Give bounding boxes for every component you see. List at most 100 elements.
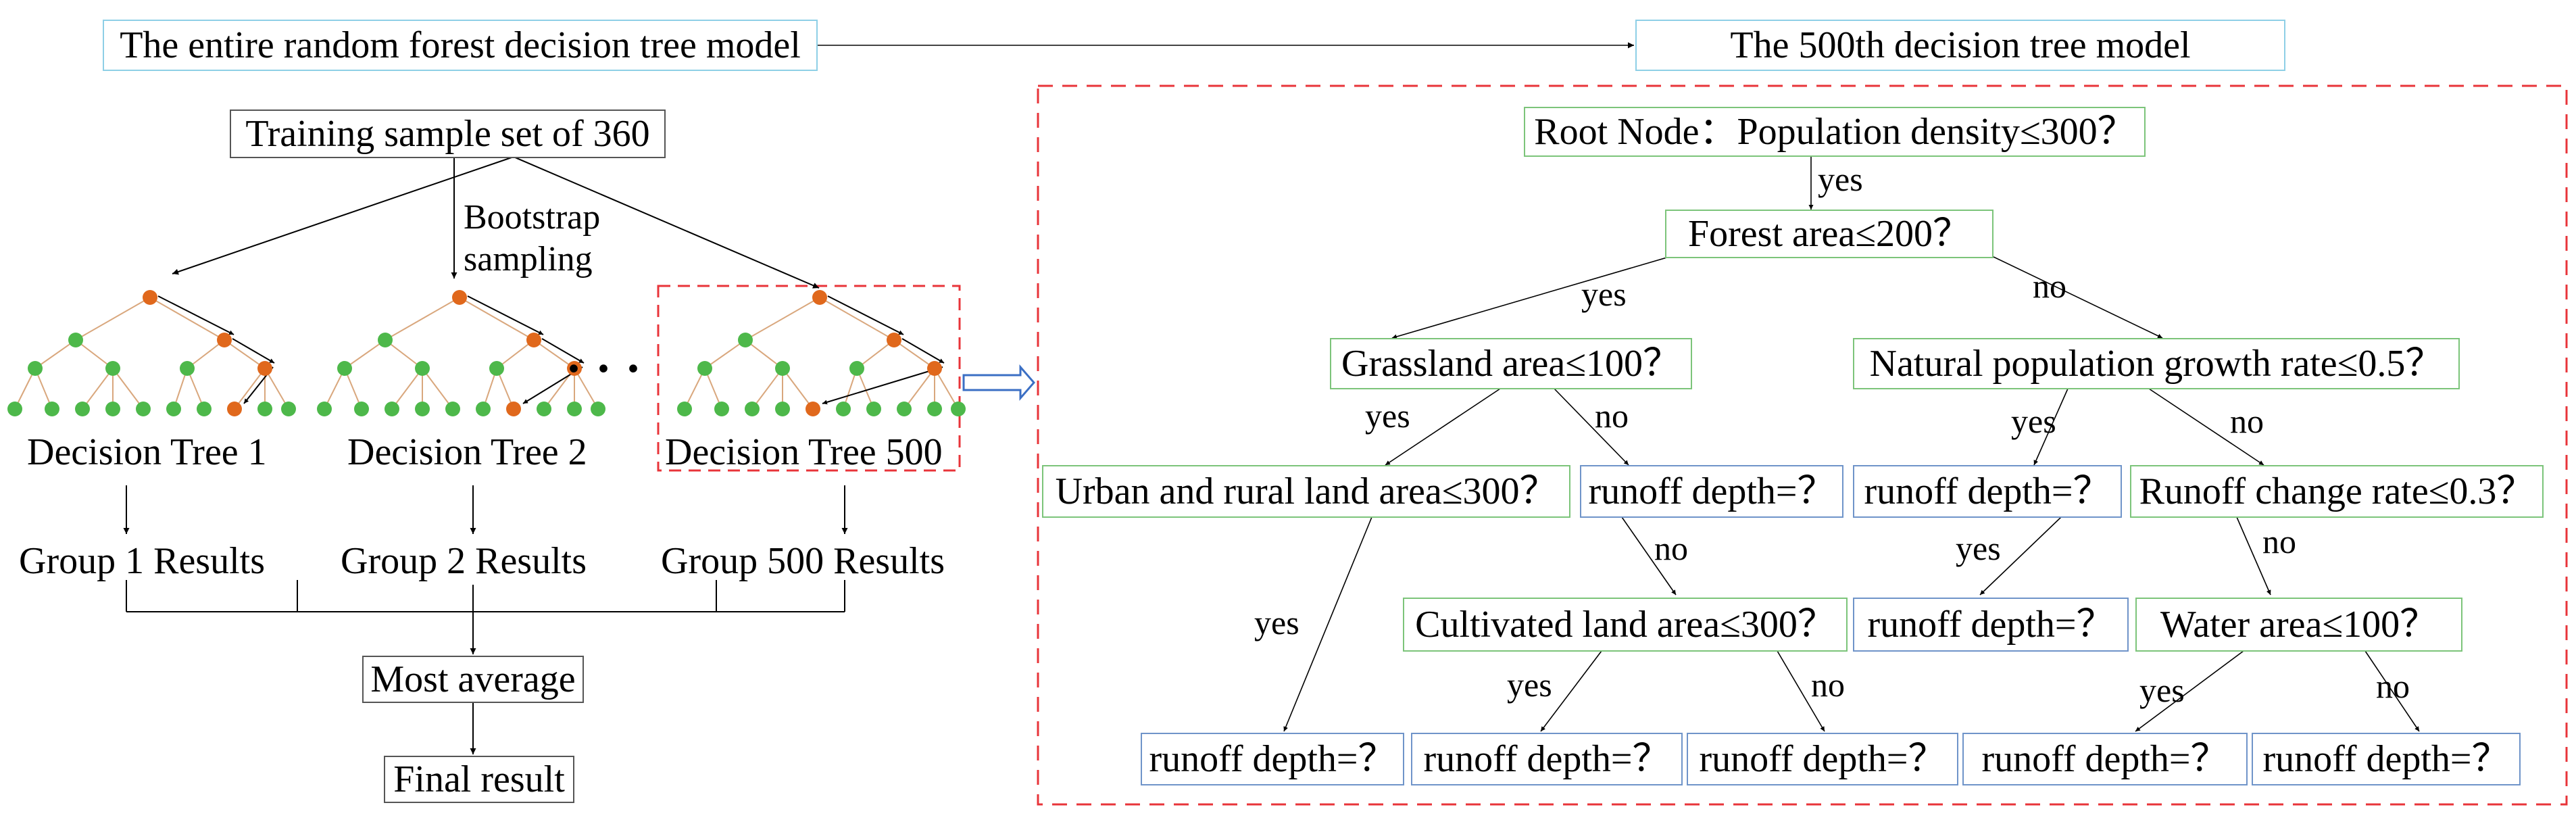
mini-tree-node [537,402,551,416]
urban-rural-land-node: Urban and rural land area≤300？ [1042,465,1570,518]
mini-tree-node [105,402,120,416]
mini-tree-node [105,361,120,376]
mini-tree-edge [234,368,266,410]
tree500-highlight-frame [657,285,961,472]
mini-tree-edge [224,339,266,369]
forest-area-node: Forest area≤200？ [1665,210,1993,258]
mini-tree-edge [459,297,535,341]
mini-tree-edge [82,368,114,410]
mini-tree-edge [684,368,705,410]
mini-tree-path-arrow [157,295,234,335]
mini-tree-edge [704,339,746,369]
edge-grassland-no: no [1595,397,1629,435]
edge-grassland-yes: yes [1365,397,1410,435]
mini-tree-path-arrow [467,295,544,335]
mini-tree-2 [317,290,605,416]
mini-tree-node [354,402,369,416]
mini-tree-edge [893,339,935,369]
mini-tree-path-node [806,402,820,416]
mini-tree-edge [112,368,144,410]
edge-water-no: no [2376,667,2410,705]
mini-tree-edge [934,368,959,410]
mini-tree-node [378,333,393,347]
most-average-box: Most average [362,656,584,703]
mini-tree-node [45,402,59,416]
mini-tree-edge [391,368,423,410]
mini-tree-node [775,402,790,416]
hollow-right-arrow-icon [962,364,1035,402]
mini-tree-node [927,402,942,416]
mini-tree-node [68,333,83,347]
edge-forest-no: no [2033,267,2066,305]
mini-tree-node [317,402,332,416]
mini-tree-node [476,402,491,416]
mini-tree-node [836,402,851,416]
mini-tree-path-node [452,290,467,305]
mini-tree-edge [385,297,460,341]
mini-tree-path-arrow [827,295,904,335]
bootstrap-label-line1: Bootstrap [464,198,601,237]
mini-tree-edge [745,339,783,369]
mini-tree-edge [34,339,76,369]
tree500-label: Decision Tree 500 [665,431,943,473]
edge-forest-yes: yes [1581,275,1627,313]
mini-tree-path-node [217,333,232,347]
root-node: Root Node：Population density≤300？ [1524,107,2146,157]
natural-population-growth-node: Natural population growth rate≤0.5？ [1853,338,2460,389]
mini-tree-node [75,402,90,416]
mini-tree-node [415,361,430,376]
mini-tree-node [775,361,790,376]
mini-tree-edge [574,368,599,410]
tree500-frame [1037,84,2568,806]
mini-tree-node [951,402,966,416]
mini-tree-node [28,361,43,376]
ellipsis: ... [568,329,657,383]
mini-tree-node [180,361,195,376]
mini-tree-path-node [887,333,901,347]
mini-tree-edge [264,368,289,410]
mini-tree-node [445,402,460,416]
edge-runoff1-no: no [1654,529,1688,567]
grassland-area-node: Grassland area≤100？ [1330,338,1692,389]
edge-natural-pop-no: no [2230,402,2264,440]
mini-tree-edge [344,339,386,369]
mini-tree-path-arrow [232,338,275,364]
edge-urban-yes: yes [1254,604,1299,641]
leaf-runoff-depth-5: runoff depth=？ [2252,733,2521,785]
mini-tree-node [866,402,881,416]
mini-tree-node [567,402,582,416]
mini-tree-path-node [257,361,272,376]
mini-tree-node [415,402,430,416]
bootstrap-label-line2: sampling [464,240,593,278]
entire-forest-title: The entire random forest decision tree m… [103,20,818,71]
edge-runoff-change-no: no [2262,523,2296,560]
mini-tree-path-arrow [901,338,945,364]
final-result-box: Final result [384,756,574,803]
mini-tree-node [7,402,22,416]
mini-tree-node [897,402,912,416]
mini-tree-edge [324,368,345,410]
leaf-runoff-depth-2: runoff depth=？ [1411,733,1683,785]
mini-tree-path-node [927,361,942,376]
mini-tree-3 [677,290,966,416]
edge-runoff2-yes: yes [1956,529,2001,567]
mini-tree-edge [14,368,36,410]
mini-tree-node [257,402,272,416]
mini-trees [7,290,966,416]
edge-cultivated-no: no [1811,666,1845,704]
mini-tree-edge [422,368,453,410]
mini-tree-edge [751,368,783,410]
mini-tree-node [385,402,399,416]
mini-tree-node [197,402,212,416]
sample-to-tree1-arrow [172,156,514,275]
mini-tree-edge [496,339,535,369]
mini-tree-node [166,402,181,416]
mini-tree-node [849,361,864,376]
leaf-runoff-depth-1: runoff depth=？ [1141,733,1404,785]
mini-tree-edge [856,339,895,369]
mini-tree-edge [75,297,151,341]
runoff-depth-node-2: runoff depth=？ [1853,465,2122,518]
mini-tree-edge [75,339,114,369]
edge-cultivated-yes: yes [1507,666,1552,704]
